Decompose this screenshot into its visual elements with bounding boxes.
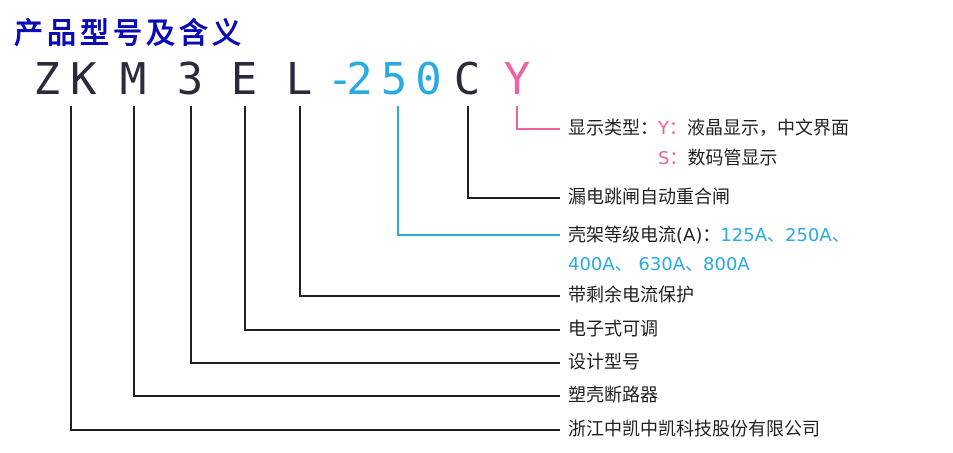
model-segment-leakage: L	[285, 54, 313, 105]
model-segment-design-no: 3	[176, 54, 204, 105]
connector-electronic-vertical	[244, 106, 246, 330]
connector-reclose-horizontal	[467, 197, 560, 199]
label-frame-current-values1: 125A、250A、	[720, 225, 850, 246]
label-frame-current-prefix: 壳架等级电流(A)：	[568, 225, 721, 246]
label-residual-protection: 带剩余电流保护	[568, 285, 694, 306]
connector-current-vertical	[397, 106, 399, 236]
connector-company-vertical	[70, 106, 72, 430]
label-frame-current-line2: 400A、 630A、800A	[568, 256, 750, 274]
model-segment-display: Y	[503, 54, 531, 105]
label-display-type: 显示类型：Y：液晶显示，中文界面	[568, 120, 849, 138]
model-segment-frame-current: 250	[346, 54, 450, 105]
label-mccb: 塑壳断路器	[568, 385, 658, 406]
connector-reclose-vertical	[467, 106, 469, 198]
label-frame-current-values2: 400A、 630A、800A	[568, 254, 750, 275]
connector-breaker-horizontal	[133, 395, 560, 397]
label-electronic-adjustable: 电子式可调	[568, 319, 658, 340]
connector-display-horizontal	[516, 128, 560, 130]
connector-electronic-horizontal	[244, 329, 560, 331]
label-display-type-s-key: S：	[658, 148, 688, 169]
label-frame-current-line1: 壳架等级电流(A)：125A、250A、	[568, 227, 850, 245]
label-display-type-prefix: 显示类型：	[568, 118, 658, 139]
connector-design-vertical	[190, 106, 192, 363]
model-segment-dash: -	[326, 54, 354, 105]
model-segment-electronic: E	[230, 54, 258, 105]
label-display-type-s: S：数码管显示	[658, 150, 777, 168]
label-display-type-y-desc: 液晶显示，中文界面	[687, 118, 849, 139]
model-segment-series: ZK	[33, 54, 107, 105]
connector-design-horizontal	[190, 362, 560, 364]
connector-leakage-vertical	[299, 106, 301, 296]
label-display-type-y-key: Y：	[658, 118, 687, 139]
page-title: 产品型号及含义	[14, 16, 246, 50]
label-display-type-s-desc: 数码管显示	[687, 148, 778, 169]
label-design-model: 设计型号	[568, 352, 640, 373]
model-segment-breaker-type: M	[119, 54, 147, 105]
connector-display-vertical	[516, 106, 518, 130]
label-company: 浙江中凯中凯科技股份有限公司	[568, 419, 820, 440]
connector-company-horizontal	[70, 429, 560, 431]
label-auto-reclose: 漏电跳闸自动重合闸	[568, 187, 730, 208]
connector-breaker-vertical	[133, 106, 135, 396]
model-segment-reclose: C	[453, 54, 481, 105]
connector-current-horizontal	[397, 234, 560, 236]
connector-leakage-horizontal	[299, 295, 560, 297]
